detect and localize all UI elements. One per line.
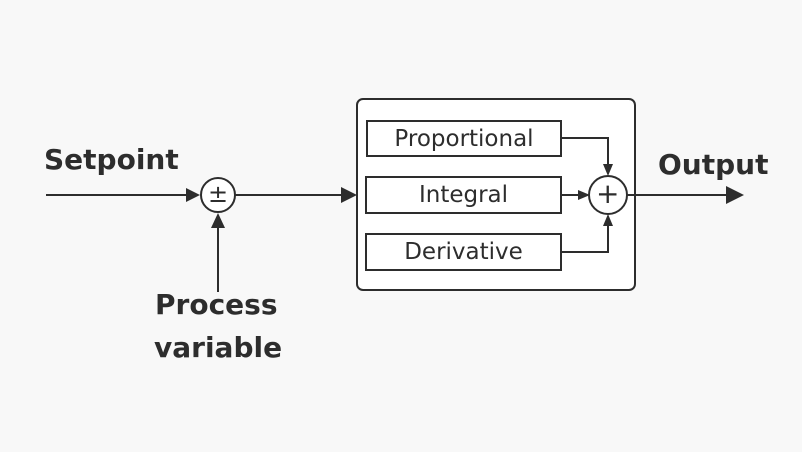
output-arrowhead	[726, 186, 744, 204]
error-signal-arrowhead	[341, 187, 357, 203]
process-variable-label-line1: Process	[155, 288, 278, 321]
output-label: Output	[658, 148, 769, 181]
proportional-box: Proportional	[366, 120, 562, 157]
integral-label: Integral	[418, 182, 509, 208]
proportional-label: Proportional	[394, 125, 534, 152]
integral-box: Integral	[365, 176, 562, 214]
proportional-arrowhead	[603, 164, 613, 176]
process-variable-label-line2: variable	[154, 331, 283, 364]
derivative-path	[562, 224, 609, 253]
error-junction-symbol: ±	[208, 180, 229, 208]
integral-arrowhead	[578, 190, 590, 200]
setpoint-arrowhead	[186, 188, 200, 202]
derivative-box: Derivative	[365, 233, 562, 271]
derivative-label: Derivative	[404, 239, 523, 265]
derivative-arrowhead	[603, 214, 613, 226]
proportional-path	[562, 137, 609, 166]
sum-junction-symbol: +	[596, 177, 620, 210]
setpoint-label: Setpoint	[44, 143, 179, 176]
process-variable-arrowhead	[211, 213, 225, 228]
